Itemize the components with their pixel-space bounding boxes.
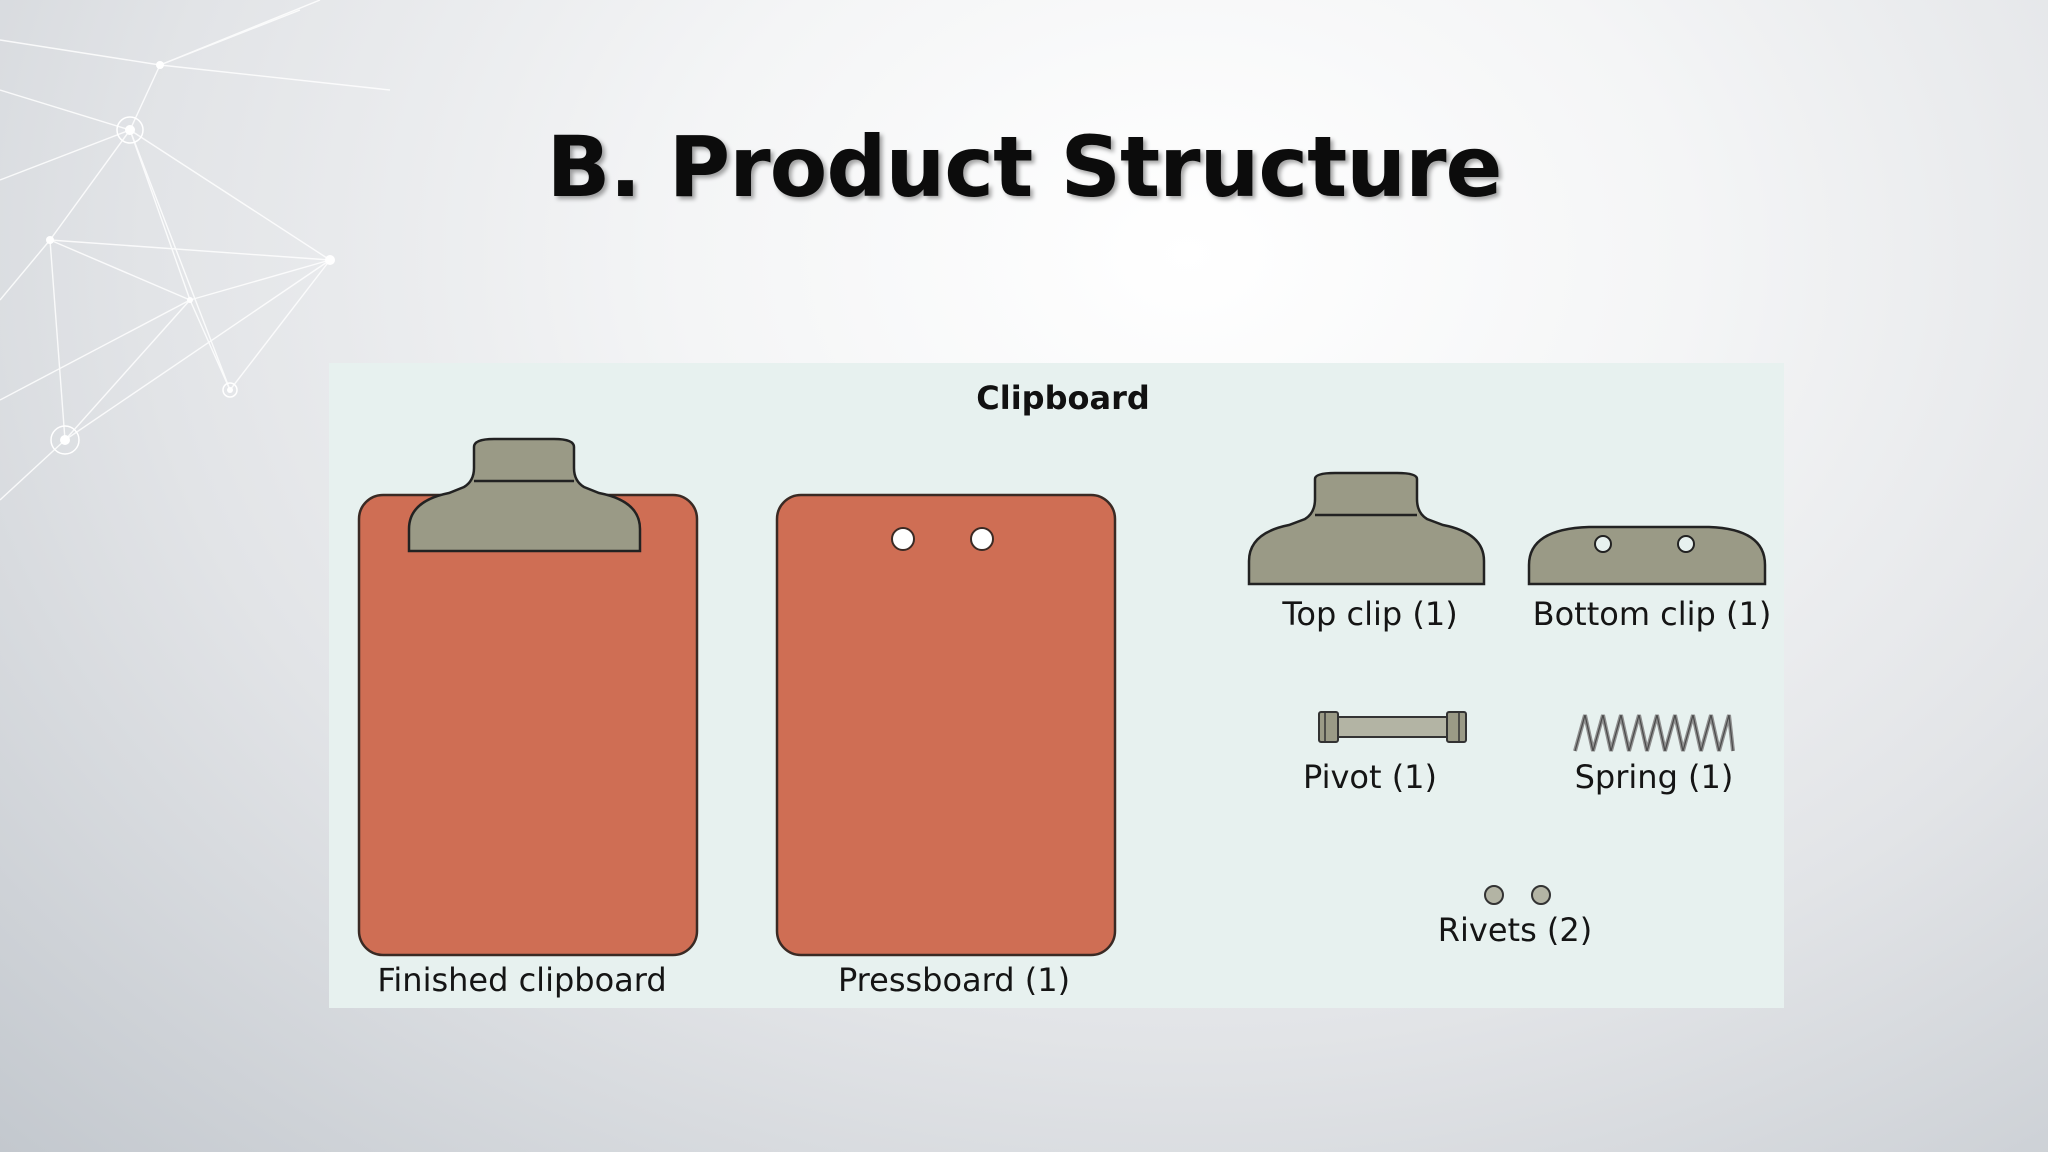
finished-clipboard-label: Finished clipboard — [377, 961, 667, 999]
rivets-illustration — [1484, 885, 1551, 905]
pressboard-illustration — [775, 493, 1117, 957]
top-clip-label: Top clip (1) — [1282, 595, 1458, 633]
pressboard-hole-right — [970, 527, 994, 551]
clipboard-drawing — [357, 437, 1767, 957]
pivot-illustration — [1318, 711, 1467, 743]
finished-clipboard-illustration — [357, 437, 699, 957]
finished-clipboard-clip — [407, 437, 642, 553]
bottom-clip-illustration — [1527, 525, 1767, 586]
pressboard-hole-left — [891, 527, 915, 551]
clipboard-diagram: Clipboard Finished clipboard Pressboard … — [329, 363, 1784, 1008]
spring-illustration — [1573, 714, 1735, 752]
spring-label: Spring (1) — [1574, 758, 1734, 796]
bottom-clip-label: Bottom clip (1) — [1532, 595, 1772, 633]
network-decoration — [0, 0, 391, 501]
slide-title: B. Product Structure — [546, 118, 1502, 216]
diagram-title: Clipboard — [976, 379, 1150, 417]
rivets-label: Rivets (2) — [1437, 911, 1593, 949]
top-clip-illustration — [1247, 471, 1486, 586]
pressboard-label: Pressboard (1) — [837, 961, 1071, 999]
pivot-label: Pivot (1) — [1302, 758, 1438, 796]
